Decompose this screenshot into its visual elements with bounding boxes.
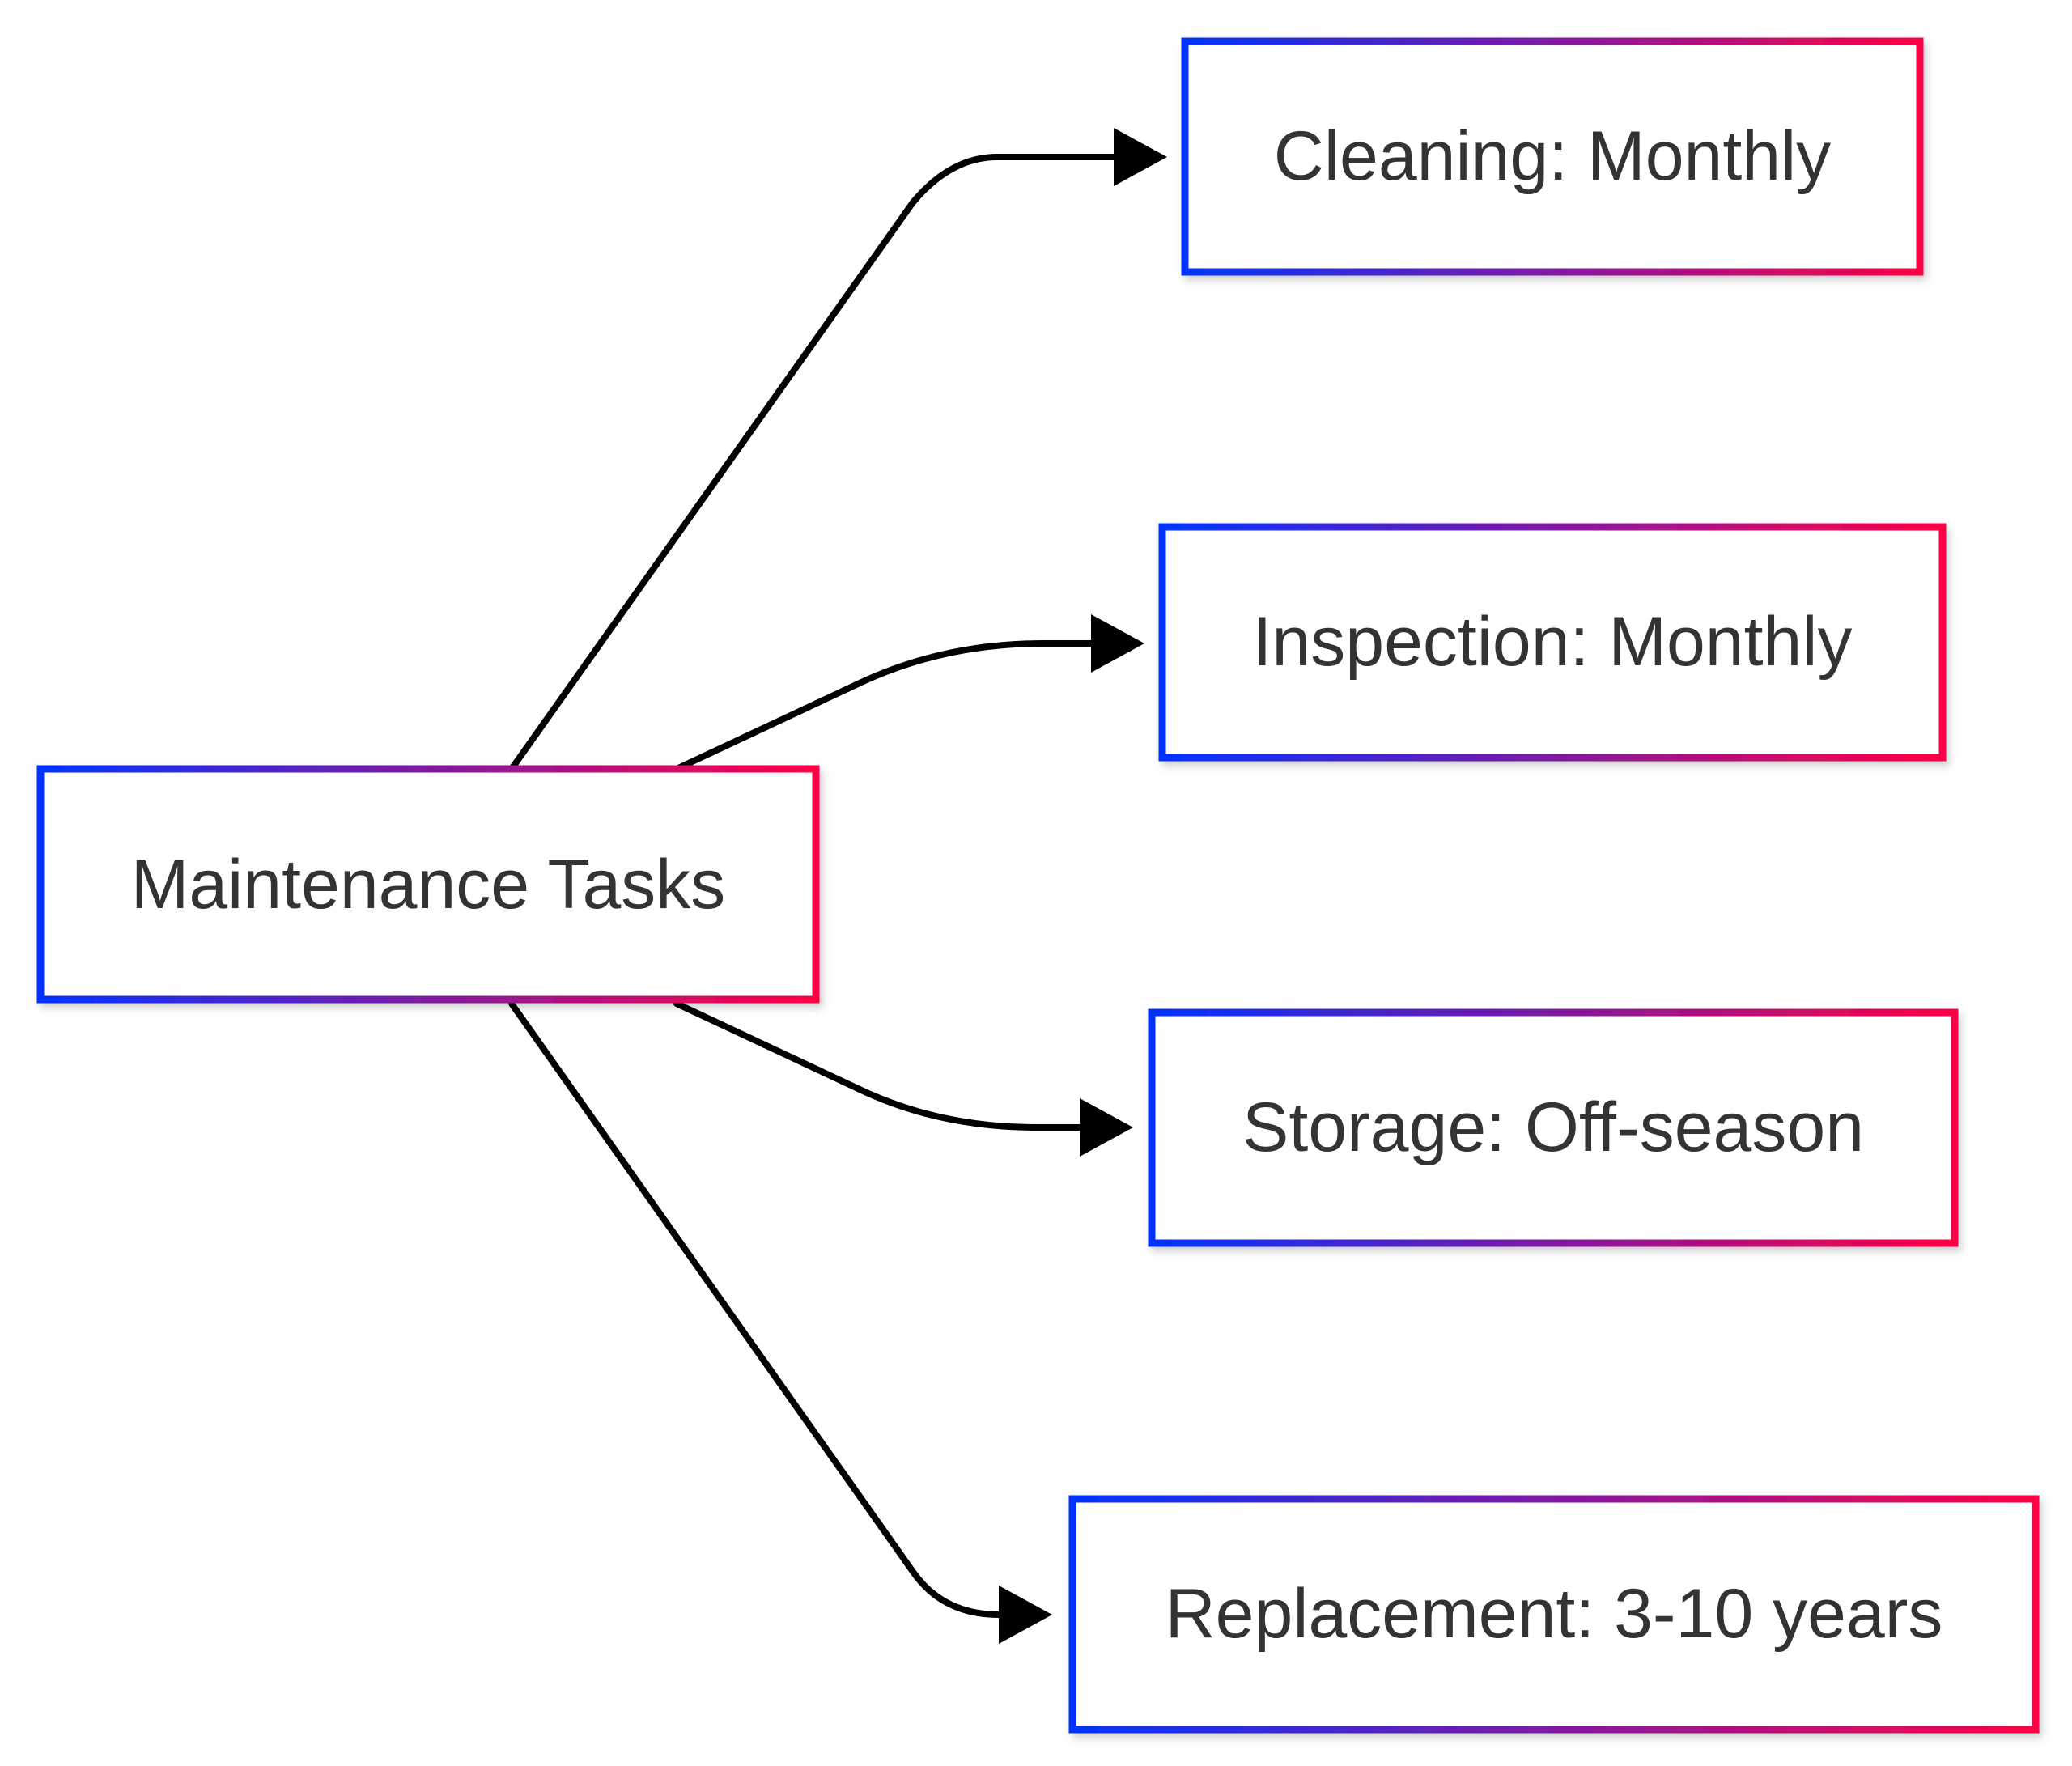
- node-box: [1158, 523, 1947, 762]
- node-label: Cleaning: Monthly: [1274, 117, 1831, 195]
- node-inspection[interactable]: Inspection: Monthly: [1158, 523, 1947, 762]
- node-label: Maintenance Tasks: [131, 846, 726, 923]
- node-label: Replacement: 3-10 years: [1166, 1575, 1943, 1653]
- node-storage[interactable]: Storage: Off-season: [1148, 1008, 1959, 1247]
- arrowhead-inspection: [1091, 614, 1144, 673]
- node-box: [36, 765, 820, 1004]
- node-box: [1181, 37, 1924, 276]
- edge-maintenance-to-inspection: [673, 640, 1098, 772]
- node-maintenance-tasks[interactable]: Maintenance Tasks: [36, 765, 820, 1004]
- node-replacement[interactable]: Replacement: 3-10 years: [1068, 1495, 2040, 1734]
- node-box: [1148, 1008, 1959, 1247]
- arrowhead-replacement: [999, 1586, 1052, 1644]
- node-cleaning[interactable]: Cleaning: Monthly: [1181, 37, 1924, 276]
- node-label: Inspection: Monthly: [1253, 603, 1853, 681]
- node-label: Storage: Off-season: [1242, 1089, 1864, 1166]
- arrowhead-cleaning: [1114, 128, 1167, 186]
- edge-maintenance-to-cleaning: [508, 154, 1120, 772]
- edge-maintenance-to-replacement: [508, 1000, 1005, 1618]
- arrowhead-storage: [1080, 1098, 1133, 1157]
- edges: [508, 128, 1167, 1644]
- edge-maintenance-to-storage: [673, 1000, 1086, 1131]
- node-box: [1068, 1495, 2040, 1734]
